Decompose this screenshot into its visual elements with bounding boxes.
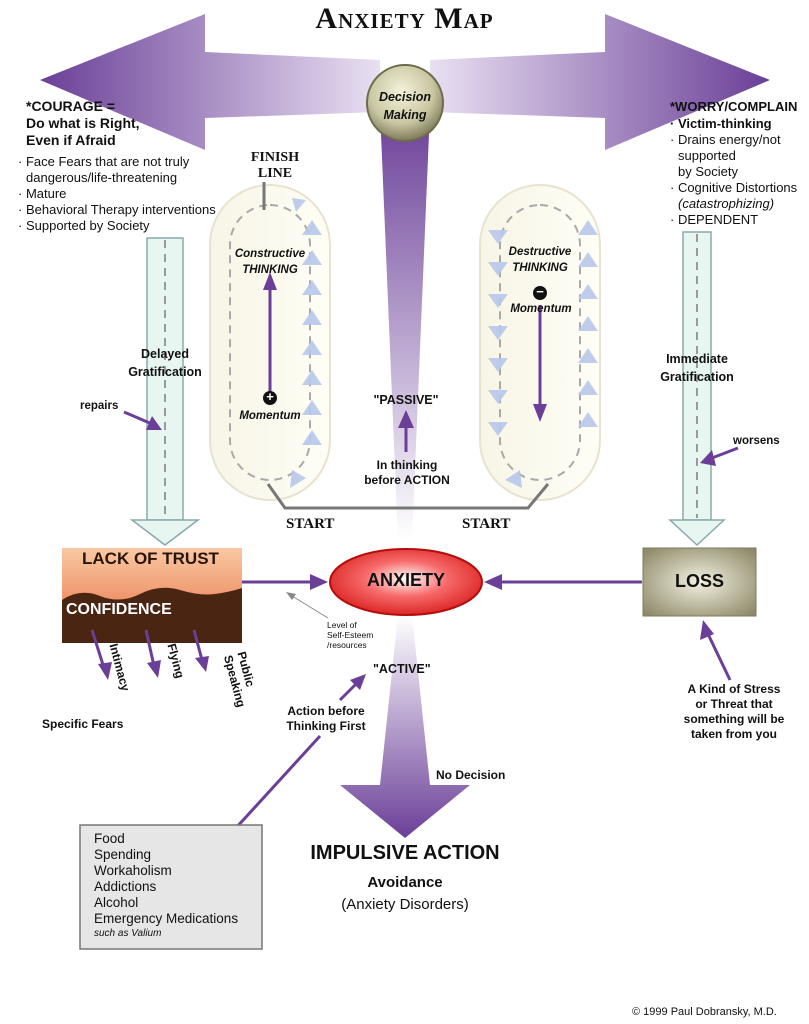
coping-item: Spending [94,847,152,862]
plus-icon: + [266,389,274,404]
right-arrow-arm [430,14,770,150]
passive-note: In thinking before ACTION [340,458,474,488]
destructive-line-1: Destructive [508,246,572,258]
worry-item: · Drains energy/not [670,132,781,147]
start-connector [266,483,550,510]
destructive-label: Destructive THINKING [494,244,586,276]
coping-box [79,824,263,950]
stress-note: A Kind of Stress or Threat that somethin… [668,682,800,742]
worry-sub: · Victim-thinking [670,116,772,131]
passive-note-2: before ACTION [364,473,450,487]
coping-item: Emergency Medications [94,911,239,926]
worry-block: *WORRY/COMPLAIN · Victim-thinking · Drai… [670,98,809,228]
courage-item: · Face Fears that are not truly [18,154,190,169]
worry-item: · DEPENDENT [670,212,759,227]
stress-line-2: or Threat that [695,697,773,711]
immediate-line-1: Immediate [666,352,728,366]
passive-label: "PASSIVE" [373,393,439,407]
active-note: Action before Thinking First [276,704,376,734]
stress-line-3: something will be [683,712,785,726]
esteem-line-2: Self-Esteem [327,630,374,640]
active-note-2: Thinking First [286,719,366,733]
right-capsule-chevrons [488,220,598,488]
destructive-momentum: Momentum [510,303,572,315]
passive-note-1: In thinking [376,458,438,472]
delayed-line-1: Delayed [141,347,189,361]
courage-item: dangerous/life-threatening [26,170,178,185]
worsens-label: worsens [733,435,780,447]
coping-list: Food Spending Workaholism Addictions Alc… [94,831,238,941]
courage-sub-2: Even if Afraid [26,132,116,148]
courage-item: · Supported by Society [18,218,150,233]
courage-list: · Face Fears that are not truly dangerou… [18,154,216,234]
courage-block: *COURAGE = Do what is Right, Even if Afr… [26,98,140,149]
esteem-line-3: /resources [327,640,367,650]
constructive-label: Constructive THINKING [220,246,320,278]
worry-item: supported [678,148,736,163]
page-title: Anxiety Map [315,2,494,35]
self-esteem-note: Level of Self-Esteem /resources [327,620,373,650]
decision-label: Decision Making [367,88,443,124]
start-right-label: START [462,516,511,532]
coping-item: Food [94,831,125,846]
delayed-gratification-label: Delayed Gratification [110,345,220,381]
coping-item: Addictions [94,879,157,894]
minus-icon: − [536,284,544,299]
constructive-line-1: Constructive [234,248,306,260]
destructive-line-2: THINKING [512,262,568,274]
copyright: © 1999 Paul Dobransky, M.D. [632,1006,777,1018]
worry-item: · Cognitive Distortions [670,180,798,195]
coping-item: Alcohol [94,895,139,910]
loss-label: LOSS [674,571,724,591]
anxiety-label: ANXIETY [366,570,445,590]
active-label: "ACTIVE" [373,662,431,676]
coping-note: such as Valium [94,928,162,939]
decision-ball [366,64,444,142]
avoidance-label: Avoidance [367,874,443,891]
finish-line-label: FINISH LINE [235,150,315,182]
courage-heading: *COURAGE = [26,98,116,114]
worry-item: (catastrophizing) [678,196,775,211]
finish-line-2: LINE [257,166,293,181]
delayed-line-2: Gratification [128,365,202,379]
impulsive-action-title: IMPULSIVE ACTION [310,842,500,864]
left-arrow-arm [40,14,380,150]
esteem-line-1: Level of [327,620,357,630]
upper-stem [380,110,430,540]
anxiety-disorders-label: (Anxiety Disorders) [341,896,469,913]
specific-fears-label: Specific Fears [42,717,124,731]
decision-line-1: Decision [378,90,432,104]
courage-sub-1: Do what is Right, [26,115,140,131]
coping-item: Workaholism [94,863,172,878]
lack-of-trust-label: LACK OF TRUST [82,549,219,568]
courage-item: · Behavioral Therapy interventions [18,202,216,217]
constructive-line-2: THINKING [242,264,298,276]
stress-line-1: A Kind of Stress [687,682,781,696]
no-decision-label: No Decision [436,768,506,782]
worry-heading: *WORRY/COMPLAIN [670,99,798,114]
immediate-line-2: Gratification [660,370,734,384]
worry-item: by Society [678,164,738,179]
repairs-label: repairs [80,400,119,412]
decision-line-2: Making [383,108,427,122]
anxiety-ellipse [329,548,483,616]
immediate-gratification-label: Immediate Gratification [642,350,752,386]
loss-box [642,547,757,617]
start-left-label: START [286,516,335,532]
left-capsule-chevrons [290,198,322,488]
courage-item: · Mature [18,186,67,201]
stress-line-4: taken from you [690,727,777,741]
confidence-label: CONFIDENCE [66,601,172,618]
lower-stem [340,615,470,838]
constructive-momentum: Momentum [239,410,301,422]
active-note-1: Action before [287,704,365,718]
finish-line-1: FINISH [250,150,300,165]
